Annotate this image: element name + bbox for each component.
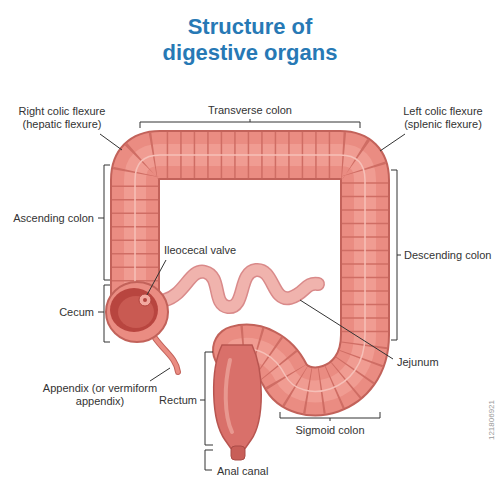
part-label: Ascending colon bbox=[13, 212, 94, 225]
part-label: Sigmoid colon bbox=[295, 424, 364, 437]
appendix-body bbox=[155, 338, 178, 372]
bracket bbox=[280, 412, 380, 421]
part-label: Anal canal bbox=[217, 465, 268, 478]
part-label: Left colic flexure (splenic flexure) bbox=[393, 105, 493, 131]
valve-opening bbox=[143, 298, 147, 302]
cecum-shape bbox=[106, 282, 178, 372]
watermark: 121806921 bbox=[487, 400, 497, 440]
jejunum-body bbox=[165, 270, 318, 307]
diagram-title: Structure of digestive organs bbox=[143, 14, 358, 66]
leader-line bbox=[147, 260, 166, 295]
rectum-shape bbox=[214, 345, 262, 460]
cecum-cut bbox=[110, 288, 158, 332]
bracket bbox=[98, 285, 110, 342]
jejunum-outline bbox=[165, 270, 318, 307]
rectum-body bbox=[214, 345, 262, 450]
part-label: Descending colon bbox=[404, 249, 491, 262]
rectum-highlight bbox=[226, 360, 232, 432]
ileocecal-valve-shape bbox=[139, 294, 151, 306]
part-label: Right colic flexure (hepatic flexure) bbox=[8, 105, 116, 131]
bracket bbox=[140, 119, 360, 128]
part-label: Ileocecal valve bbox=[164, 244, 236, 257]
leader-line bbox=[300, 300, 393, 359]
part-label: Cecum bbox=[59, 306, 94, 319]
part-label: Appendix (or vermiform appendix) bbox=[38, 382, 163, 408]
bracket bbox=[98, 165, 110, 280]
leader-line bbox=[150, 368, 170, 381]
appendix-outline bbox=[155, 338, 178, 372]
brackets-and-leaders bbox=[98, 119, 405, 470]
anal-canal-shape bbox=[231, 446, 245, 460]
cecum-wall bbox=[106, 282, 168, 342]
part-label: Jejunum bbox=[397, 356, 439, 369]
bracket bbox=[391, 170, 401, 340]
jejunum-shape bbox=[165, 270, 318, 307]
part-label: Transverse colon bbox=[208, 104, 292, 117]
bracket bbox=[200, 352, 213, 445]
leader-line bbox=[380, 134, 405, 151]
part-label: Rectum bbox=[159, 394, 197, 407]
leader-line bbox=[100, 134, 122, 150]
bracket bbox=[205, 450, 213, 470]
